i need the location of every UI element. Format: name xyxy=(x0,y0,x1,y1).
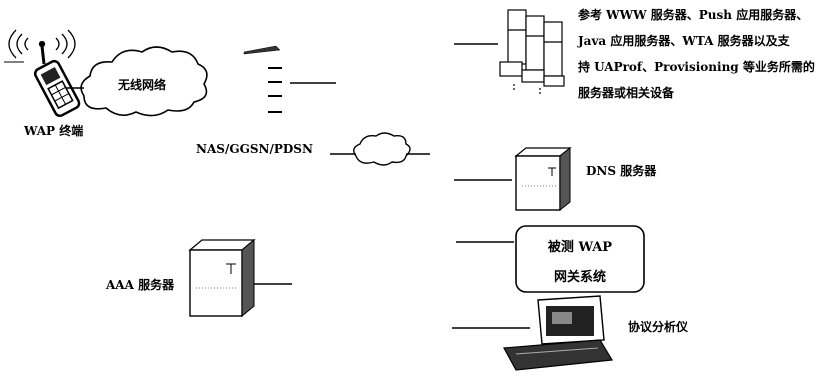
app-servers-line-1: 参考 WWW 服务器、Push 应用服务器、 xyxy=(578,2,815,28)
small-cloud-icon xyxy=(354,133,410,165)
aaa-server-tower-icon xyxy=(190,240,254,316)
wap-terminal-label: WAP 终端 xyxy=(24,124,83,138)
app-servers-label: 参考 WWW 服务器、Push 应用服务器、 Java 应用服务器、WTA 服务… xyxy=(578,2,815,106)
server-tower-icon xyxy=(516,148,570,210)
laptop-icon xyxy=(504,296,612,370)
nas-gateway-icon xyxy=(244,46,282,112)
app-servers-line-2: Java 应用服务器、WTA 服务器以及支 xyxy=(578,28,815,54)
wap-gateway-label-line1: 被测 WAP xyxy=(516,236,644,255)
mobile-phone-icon xyxy=(33,46,80,118)
wap-gateway-label-line2: 网关系统 xyxy=(516,266,644,285)
nas-gateway-label: NAS/GGSN/PDSN xyxy=(196,142,313,156)
wireless-network-label: 无线网络 xyxy=(118,78,166,92)
app-servers-line-4: 服务器或相关设备 xyxy=(578,80,815,106)
protocol-analyzer-label: 协议分析仪 xyxy=(628,320,688,334)
app-servers-line-3: 持 UAProf、Provisioning 等业务所需的 xyxy=(578,54,815,80)
server-rack-icon xyxy=(500,10,564,94)
dns-server-label: DNS 服务器 xyxy=(586,164,656,178)
aaa-server-label: AAA 服务器 xyxy=(106,278,174,292)
